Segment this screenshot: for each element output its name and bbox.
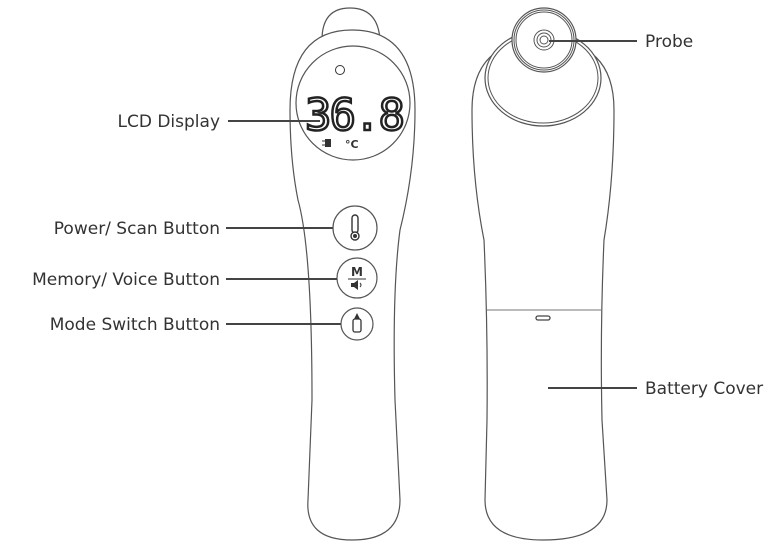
smiley-icon (335, 65, 345, 75)
label-mode-switch: Mode Switch Button (50, 315, 220, 335)
battery-icon (322, 139, 331, 147)
thermometer-icon (350, 214, 360, 241)
lcd-reading: 36.8 (305, 90, 403, 141)
memory-voice-button[interactable]: M (336, 257, 378, 299)
label-lcd-display: LCD Display (118, 112, 221, 132)
front-view: 36.8 °C M (289, 7, 416, 541)
label-probe: Probe (645, 32, 693, 52)
lcd-display-ring (295, 45, 411, 161)
probe (511, 7, 577, 73)
power-scan-button[interactable] (332, 205, 378, 251)
label-memory-voice: Memory/ Voice Button (32, 270, 220, 290)
back-view (471, 7, 615, 541)
lcd-unit: °C (345, 138, 359, 151)
label-power-scan: Power/ Scan Button (54, 219, 220, 239)
label-battery-cover: Battery Cover (645, 379, 763, 399)
memory-m-glyph: M (351, 265, 363, 279)
speaker-icon (351, 280, 362, 290)
battery-cover-latch[interactable] (535, 315, 551, 321)
baby-bottle-icon (352, 313, 362, 333)
mode-switch-button[interactable] (340, 307, 374, 341)
